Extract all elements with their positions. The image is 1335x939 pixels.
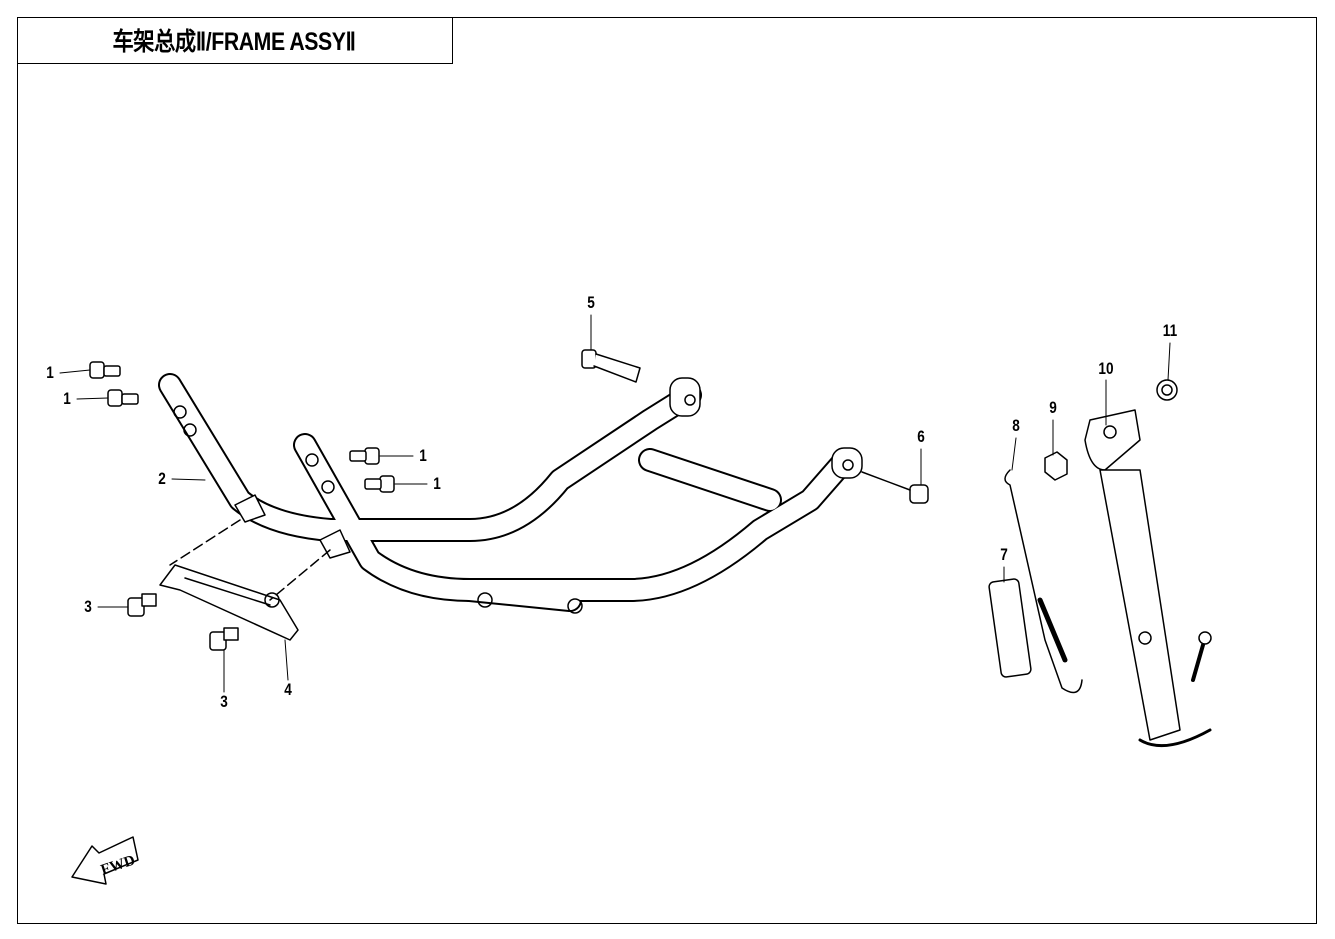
callout-10: 10 bbox=[1098, 359, 1114, 378]
callout-6: 6 bbox=[917, 427, 925, 446]
callout-2: 2 bbox=[158, 469, 166, 488]
callout-11: 11 bbox=[1162, 321, 1178, 340]
leader-lines bbox=[59, 314, 1171, 693]
callout-7: 7 bbox=[1000, 545, 1008, 564]
callout-8: 8 bbox=[1012, 416, 1020, 435]
callout-9: 9 bbox=[1049, 398, 1057, 417]
callout-3: 3 bbox=[84, 597, 92, 616]
callout-1: 1 bbox=[63, 389, 71, 408]
bolt-part-5-6 bbox=[581, 349, 929, 504]
frame-assembly-part-2 bbox=[158, 373, 863, 614]
callout-1: 1 bbox=[419, 446, 427, 465]
title-block: 车架总成Ⅱ/FRAME ASSYⅡ bbox=[17, 17, 453, 64]
side-stand-parts bbox=[988, 379, 1212, 748]
bracket-part-4 bbox=[127, 519, 331, 651]
callout-5: 5 bbox=[587, 293, 595, 312]
callout-1: 1 bbox=[46, 363, 54, 382]
fwd-arrow-icon: FWD bbox=[71, 836, 139, 885]
callout-1: 1 bbox=[433, 474, 441, 493]
page-title: 车架总成Ⅱ/FRAME ASSYⅡ bbox=[112, 28, 357, 56]
callout-3: 3 bbox=[220, 692, 228, 711]
bolt-part-1 bbox=[89, 361, 395, 493]
drawing-border bbox=[17, 17, 1317, 924]
callout-4: 4 bbox=[284, 680, 292, 699]
